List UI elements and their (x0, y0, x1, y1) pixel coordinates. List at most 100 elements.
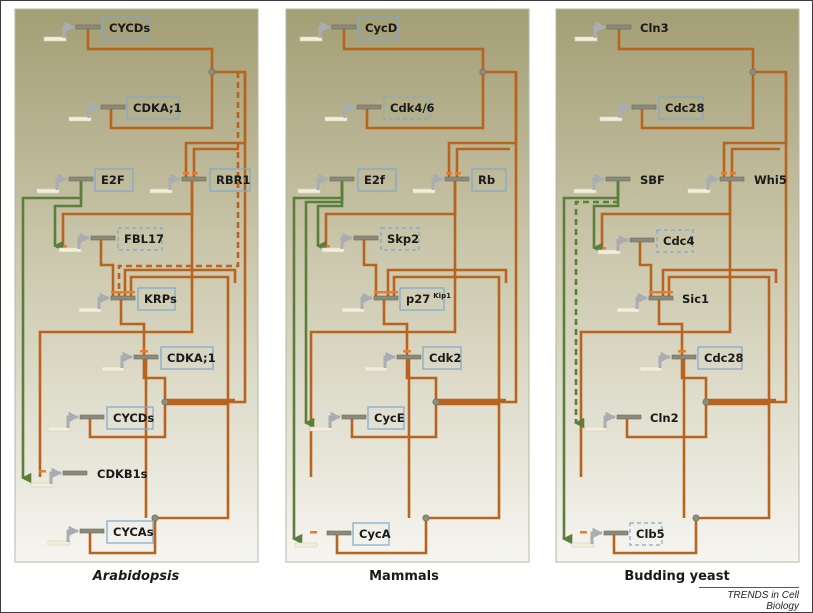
gene-bar (671, 354, 697, 360)
inhibition-wire (436, 72, 518, 404)
gene-rb (149, 173, 207, 194)
dna-segment (324, 116, 348, 122)
inhibition-bar-icon (374, 291, 398, 294)
gene-bar (79, 528, 105, 534)
promoter-arrow-icon (168, 173, 182, 190)
node-label: CDKA;1 (167, 351, 216, 365)
promoter-arrow-icon (618, 101, 632, 118)
inhibition-bar-icon (649, 291, 673, 294)
inhibition-bar-icon (599, 247, 606, 250)
gene-bar (331, 24, 357, 30)
gene-e2f (573, 173, 631, 194)
inhibition-wire (579, 181, 732, 477)
gene-bar (631, 104, 657, 110)
inhibition-wire (129, 275, 230, 296)
gene-bar (648, 295, 674, 301)
dna-segment (47, 540, 71, 546)
promoter-arrow-icon (62, 21, 76, 38)
promoter-arrow-icon (328, 411, 342, 428)
promoter-arrow-icon (97, 292, 111, 309)
node-label: Cdk4/6 (390, 101, 435, 115)
dna-segment (149, 188, 173, 194)
complex-junction-node (692, 514, 700, 522)
journal-credit: TRENDS in Cell Biology (699, 587, 799, 612)
dna-segment (101, 366, 125, 372)
node-label: Cln3 (640, 21, 669, 35)
complex-junction-node (151, 514, 159, 522)
promoter-arrow-icon (343, 101, 357, 118)
inhibition-wire (99, 240, 115, 296)
gene-cyc_s (571, 527, 629, 548)
protein-box (658, 96, 704, 120)
wire-layer (561, 29, 788, 555)
gene-cyc_g1 (584, 411, 642, 432)
gene-bar (62, 470, 88, 476)
node-label: KRPs (144, 292, 177, 306)
protein-box (106, 520, 154, 544)
inhibition-wire (426, 404, 501, 520)
inhibition-wire (192, 147, 239, 177)
gene-cycd_top (574, 21, 632, 42)
dna-segment (573, 188, 597, 194)
dna-segment (364, 366, 388, 372)
complex-junction-node (479, 68, 487, 76)
promoter-arrow-icon (635, 292, 649, 309)
dna-segment (687, 188, 711, 194)
promoter-arrow-icon (603, 411, 617, 428)
gene-rb (687, 173, 745, 194)
inhibition-wire (123, 268, 237, 296)
promoter-arrow-icon (318, 21, 332, 38)
inhibition-bar-icon (446, 172, 452, 175)
inhibition-wire (155, 404, 230, 520)
gene-bar (326, 530, 352, 536)
node-label: Rb (478, 173, 495, 187)
gene-cdka_top (68, 101, 126, 122)
dna-segment (294, 542, 318, 548)
complex-junction-node (432, 398, 440, 406)
dna-segment (68, 116, 92, 122)
inhibition-wire (109, 72, 214, 130)
dashed-protein-box (656, 229, 694, 253)
inhibition-wire (362, 240, 378, 296)
dna-segment (309, 426, 333, 432)
complex-junction-node (208, 68, 216, 76)
inhibition-bar-icon (192, 172, 198, 175)
wire-layer (291, 29, 518, 555)
inhibition-wire (706, 72, 788, 404)
promoter-arrow-icon (316, 173, 330, 190)
inhibition-wire (382, 300, 409, 355)
panel-title: Arabidopsis (92, 569, 180, 584)
inhibition-wire (661, 268, 778, 296)
node-label: CycE (374, 411, 405, 425)
dna-segment (574, 36, 598, 42)
promoter-arrow-icon (77, 232, 91, 249)
inhibition-wire (696, 404, 771, 520)
inhibition-bar-icon (111, 291, 135, 294)
inhibition-wire (455, 147, 510, 177)
gene-bar (353, 235, 379, 241)
inhibition-wire (365, 72, 485, 130)
gene-cyc_g1 (309, 411, 367, 432)
panel-title: Budding yeast (624, 569, 729, 584)
promoter-arrow-icon (590, 527, 604, 544)
inhibition-wire (730, 147, 780, 177)
promoter-arrow-icon (383, 351, 397, 368)
protein-box (126, 96, 180, 120)
node-label: Cdk2 (429, 351, 461, 365)
dna-segment (47, 426, 71, 432)
inhibition-bar-icon (60, 245, 67, 248)
promoter-arrow-icon (593, 21, 607, 38)
panel-background (285, 8, 530, 563)
inhibition-wire (392, 275, 501, 296)
node-label: Cdc28 (704, 351, 744, 365)
dna-segment (43, 36, 67, 42)
gene-fbox (321, 232, 379, 253)
inhibition-wire (640, 72, 755, 130)
inhibition-bar-icon (580, 531, 587, 534)
gene-bar (133, 354, 159, 360)
dashed-protein-box (383, 96, 431, 120)
inhibition-wire (88, 402, 167, 439)
dna-segment (341, 307, 365, 313)
promoter-arrow-icon (87, 101, 101, 118)
